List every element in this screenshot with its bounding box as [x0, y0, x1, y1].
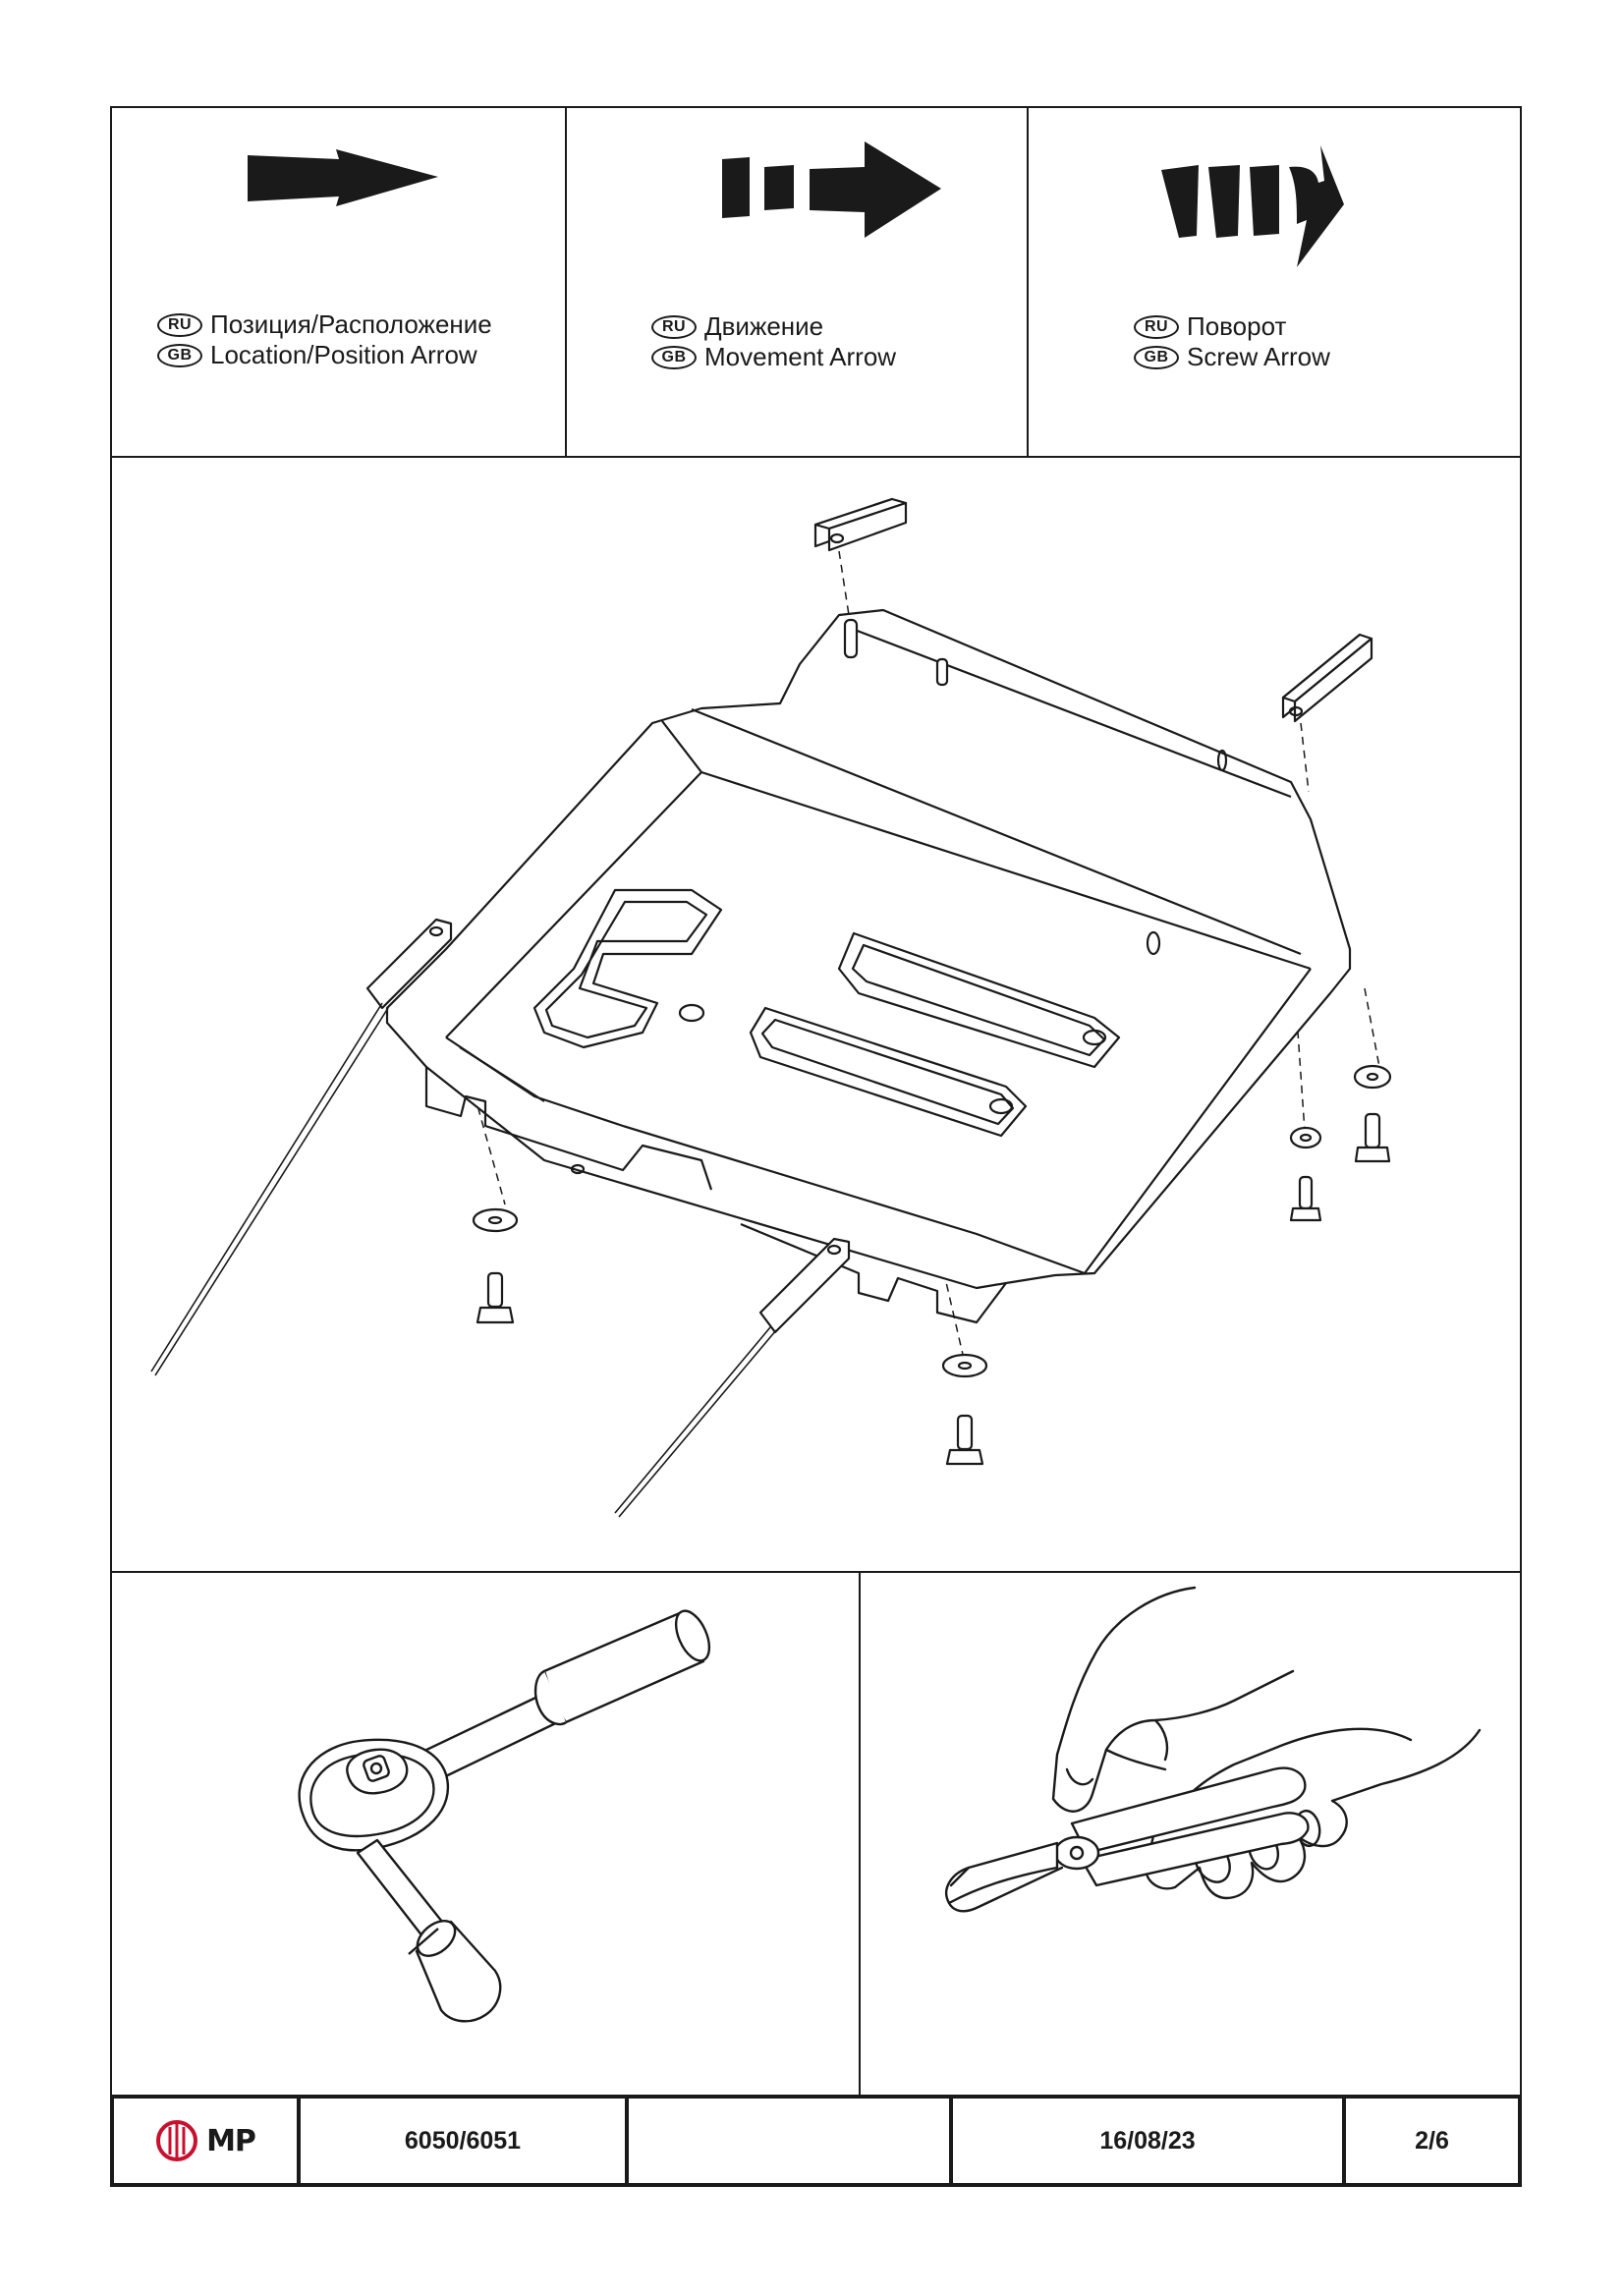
legend-screw: RU Поворот GB Screw Arrow	[1134, 311, 1330, 372]
footer-divider	[1342, 2099, 1346, 2183]
legend-gb-text: Screw Arrow	[1187, 342, 1330, 371]
divider-legend	[110, 456, 1522, 458]
blank-cell	[629, 2099, 949, 2183]
gb-badge: GB	[1134, 345, 1179, 369]
ratchet-wrench-icon	[298, 1609, 711, 2023]
stud-bolt	[843, 618, 949, 687]
page-number: 2/6	[1415, 2126, 1449, 2155]
skid-plate-diagram	[150, 497, 1392, 1518]
divider-legend-2	[1027, 106, 1029, 456]
logo-text: MP	[206, 2123, 256, 2158]
legend-gb-text: Location/Position Arrow	[210, 340, 477, 369]
logo: MP	[114, 2099, 297, 2183]
pull-wire	[150, 1002, 777, 1518]
gb-badge: GB	[651, 345, 697, 369]
wire-cutter-icon	[945, 1586, 1482, 1913]
ru-badge: RU	[1134, 314, 1179, 339]
footer-divider	[949, 2099, 953, 2183]
title-block: MP 6050/6051 16/08/23 2/6	[110, 2095, 1522, 2187]
revision-date: 16/08/23	[1099, 2126, 1196, 2155]
logo-mark-icon	[156, 2120, 198, 2161]
ru-badge: RU	[651, 314, 697, 339]
divider-legend-1	[565, 106, 567, 456]
legend-ru-text: Движение	[704, 311, 824, 341]
legend-movement: RU Движение GB Movement Arrow	[651, 311, 896, 372]
footer-divider	[297, 2099, 301, 2183]
divider-diagram	[110, 1571, 1522, 1573]
gb-badge: GB	[157, 343, 202, 367]
legend-ru-text: Позиция/Расположение	[210, 309, 492, 339]
divider-tools	[859, 1571, 861, 2097]
legend-gb-text: Movement Arrow	[704, 342, 897, 371]
screw-arrow-icon	[1161, 145, 1344, 267]
washer-bolt-set	[472, 1064, 1392, 1466]
spacer-block-left	[813, 497, 908, 552]
footer-divider	[625, 2099, 629, 2183]
movement-arrow-icon	[722, 141, 941, 238]
legend-ru-text: Поворот	[1187, 311, 1287, 341]
ru-badge: RU	[157, 312, 202, 337]
spacer-block-right	[1281, 633, 1373, 723]
legend-location: RU Позиция/Расположение GB Location/Positi…	[157, 309, 492, 370]
location-arrow-icon	[248, 149, 438, 206]
part-number: 6050/6051	[404, 2126, 522, 2155]
skid-plate	[365, 608, 1352, 1334]
